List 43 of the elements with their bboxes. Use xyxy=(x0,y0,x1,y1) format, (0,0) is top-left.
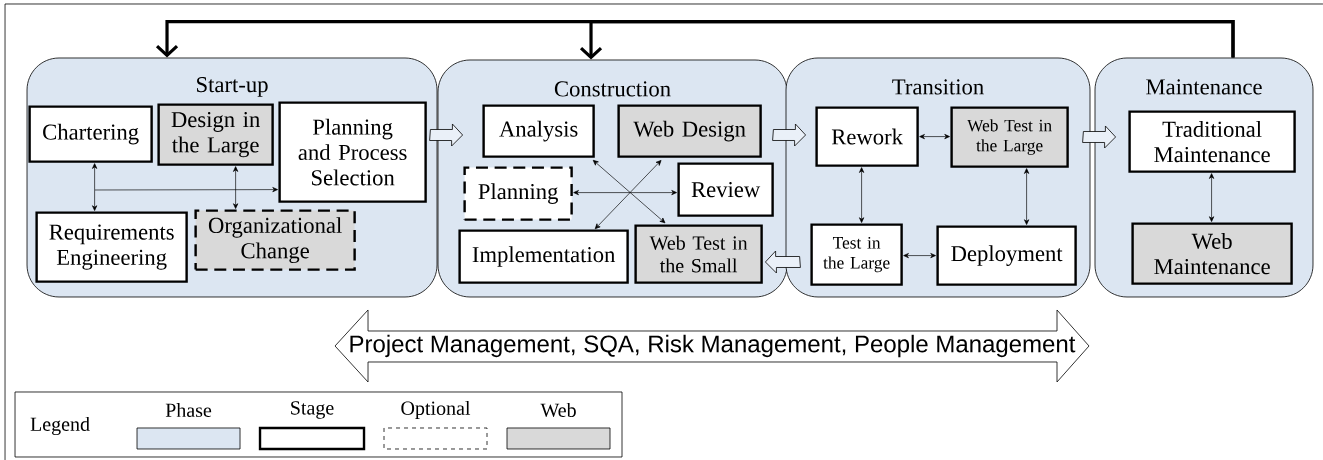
block-arrow xyxy=(1082,125,1116,149)
stage-box: Analysis xyxy=(482,104,595,158)
stage-box: Deployment xyxy=(936,225,1077,286)
arrow xyxy=(573,190,677,196)
legend-label: Web xyxy=(540,402,576,418)
stage-box: Chartering xyxy=(28,105,153,163)
phase-title: Start-up xyxy=(197,77,268,97)
block-arrow xyxy=(429,123,463,147)
block-arrow xyxy=(772,123,806,147)
arrow xyxy=(903,253,936,259)
arrow xyxy=(1209,173,1215,222)
legend-label: Phase xyxy=(165,402,212,417)
web-stage-box: Web Test in the Small xyxy=(634,224,763,284)
optional-stage-box: Planning xyxy=(463,166,573,221)
phase-title: Transition xyxy=(892,79,984,95)
feedback-arrow xyxy=(579,20,1235,60)
arrow xyxy=(233,166,239,209)
stage-box: Review xyxy=(677,162,774,217)
phase-title: Construction xyxy=(554,81,671,97)
stage-box: Requirements Engineering xyxy=(35,211,188,283)
web-stage-box: Web Maintenance xyxy=(1131,222,1293,285)
stage-box: Traditional Maintenance xyxy=(1128,110,1296,173)
arrow xyxy=(94,187,278,193)
arrow xyxy=(859,167,865,223)
phase-title: Maintenance xyxy=(1146,79,1262,95)
stage-box: Rework xyxy=(815,106,919,167)
arrow xyxy=(594,160,662,230)
legend-title: Legend xyxy=(30,416,90,436)
block-arrow xyxy=(765,250,801,274)
web-stage-box: Web Design xyxy=(617,104,762,158)
stage-box: Implementation xyxy=(458,229,629,284)
stage-box: Test in the Large xyxy=(810,223,903,286)
double-arrow-banner: Project Management, SQA, Risk Management, People Management xyxy=(334,309,1090,383)
stage-box: Planning and Process Selection xyxy=(278,101,427,203)
arrow xyxy=(919,134,950,140)
optional-stage-box: Organizational Change xyxy=(194,209,356,271)
web-stage-box: Design in the Large xyxy=(157,103,274,166)
legend-label: Stage xyxy=(291,401,334,419)
arrow xyxy=(92,163,98,211)
legend-label: Optional xyxy=(401,400,471,420)
web-stage-box: Web Test in the Large xyxy=(950,106,1069,168)
arrow xyxy=(592,160,666,224)
arrow xyxy=(1024,168,1030,225)
